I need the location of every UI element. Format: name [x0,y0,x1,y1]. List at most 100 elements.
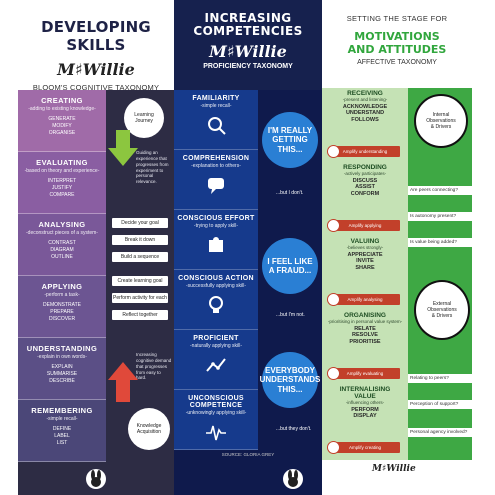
proficiency-level-desc: -simple recall- [200,103,232,109]
rabbit-badge-icon [327,293,340,306]
proficiency-level-desc: -unknowingly applying skill- [185,410,247,416]
bloom-level-desc: -adding to existing knowledge- [28,106,96,112]
bloom-header: DEVELOPING SKILLS M♯Willie BLOOM'S COGNI… [18,0,174,92]
proficiency-level-name: CONSCIOUS EFFORT [177,215,255,222]
proficiency-level: UNCONSCIOUS COMPETENCE-unknowingly apply… [174,390,258,450]
bloom-level: EVALUATING-based on theory and experienc… [18,152,106,214]
proficiency-level-desc: -naturally applying skill- [190,343,242,349]
bloom-level: REMEMBERING-simple recall-DEFINE LABEL L… [18,400,106,462]
up-arrow-icon [108,362,138,402]
amplify-banner-text: Amplify analysing [347,297,383,302]
bloom-level: CREATING-adding to existing knowledge- GE… [18,90,106,152]
proficiency-level: CONSCIOUS EFFORT-trying to apply skill- [174,210,258,270]
amplify-banner: Amplify applying [327,219,400,232]
amplify-banner-text: Amplify understanding [342,149,388,154]
thought-bubble-caption: ...but they don't. [276,426,312,432]
affective-level-desc: -actively participates- [343,171,387,176]
proficiency-title: INCREASING COMPETENCIES [193,11,303,39]
bloom-level-name: EVALUATING [36,158,88,167]
proficiency-level: PROFICIENT-naturally applying skill- [174,330,258,390]
bloom-level-verbs: GENERATE MODIFY ORGANISE [48,116,76,136]
step-pill: Perform activity for each [112,293,168,303]
affective-level-desc: -present and listening- [342,97,388,102]
proficiency-level-desc: -trying to apply skill- [193,223,239,229]
affective-level: RESPONDING-actively participates-DISCUSS… [322,164,408,222]
bloom-level-name: CREATING [41,96,83,105]
bloom-level-desc: -based on theory and experience- [24,168,100,174]
affective-level-verbs: DISCUSS ASSIST CONFORM [350,178,380,197]
proficiency-level-name: FAMILIARITY [192,95,240,102]
bloom-level-desc: -perform a task- [44,292,80,298]
rabbit-badge-icon [327,219,340,232]
bloom-subtitle: BLOOM'S COGNITIVE TAXONOMY [32,83,160,92]
magnifier-icon [174,115,258,138]
graph-icon [174,355,258,378]
amplify-banner: Amplify analysing [327,293,400,306]
reflection-question: Is autonomy present? [408,212,472,221]
rabbit-logo-icon [283,469,303,489]
affective-body: Internal Observations & Drivers External… [322,88,472,460]
proficiency-level-name: UNCONSCIOUS COMPETENCE [188,395,244,409]
proficiency-level-name: COMPREHENSION [182,155,250,162]
puzzle-icon [174,235,258,258]
proficiency-level: FAMILIARITY-simple recall- [174,90,258,150]
reflection-question: Relating to peers? [408,374,472,383]
thought-bubble-text: I FEEL LIKE A FRAUD... [267,256,313,275]
affective-level-name: RECEIVING [347,90,383,97]
affective-level-verbs: APPRECIATE INVITE SHARE [347,252,383,271]
affective-pretitle: SETTING THE STAGE FOR [346,14,448,23]
bloom-side-panel: Learning Journey Guiding an experience t… [106,90,174,462]
internal-observations-circle: Internal Observations & Drivers [414,94,468,148]
learning-journey-circle: Learning Journey [124,98,164,138]
bloom-body: REMEMBERING-simple recall-DEFINE LABEL L… [18,90,174,462]
amplify-banner: Amplify evaluating [327,367,400,380]
rabbit-badge-icon [327,145,340,158]
proficiency-signature: M♯Willie [209,42,287,62]
thought-bubble-caption: ...but I don't. [276,190,304,196]
proficiency-column: INCREASING COMPETENCIES M♯Willie PROFICI… [174,0,322,495]
affective-level-verbs: ACKNOWLEDGE UNDERSTAND FOLLOWS [342,104,388,123]
affective-level-verbs: PERFORM DISPLAY [351,407,379,420]
proficiency-level-desc: -successfully applying skill- [185,283,247,289]
lightbulb-icon [174,295,258,318]
bloom-level-desc: -simple recall- [46,416,78,422]
step-pill: Create learning goal [112,276,168,286]
source-credit: SOURCE: GLORIA GREY [221,452,275,457]
bloom-level-verbs: DEMONSTRATE PREPARE DISCOVER [43,302,81,322]
bloom-level-desc: -explain in own words- [37,354,87,360]
affective-footer: M♯Willie [322,460,472,495]
bloom-level-verbs: EXPLAIN SUMMARISE DESCRIBE [46,364,78,384]
bloom-level: ANALYSING-deconstruct pieces of a system… [18,214,106,276]
demand-text: Increasing cognitive demand that progres… [136,352,172,381]
proficiency-level: CONSCIOUS ACTION-successfully applying s… [174,270,258,330]
step-pill: Reflect together [112,310,168,320]
rabbit-badge-icon [327,367,340,380]
thought-bubble: I'M REALLY GETTING THIS... [262,112,318,168]
bloom-level-name: ANALYSING [38,220,86,229]
affective-level-desc: -influencing others- [345,400,385,405]
reflection-question: Are peers connecting? [408,186,472,195]
proficiency-level-desc: -explanation to others- [191,163,241,169]
thought-bubble: EVERYBODY UNDERSTANDS THIS... [260,352,320,408]
speech-icon [174,175,258,198]
internal-observations-label: Internal Observations & Drivers [426,112,456,130]
step-pill: Decide your goal [112,218,168,228]
external-observations-label: External Observations & Drivers [427,301,457,319]
external-observations-circle: External Observations & Drivers [414,280,470,340]
bloom-signature: M♯Willie [57,60,135,79]
proficiency-header: INCREASING COMPETENCIES M♯Willie PROFICI… [174,0,322,90]
affective-level-desc: -believes strongly- [346,245,384,250]
bloom-level-name: REMEMBERING [31,406,93,415]
proficiency-subtitle: PROFICIENCY TAXONOMY [203,63,293,71]
amplify-banner: Amplify creating [327,441,400,454]
step-pill: Build a sequence [112,252,168,262]
bloom-level-desc: -deconstruct pieces of a system- [26,230,98,236]
amplify-banner-text: Amplify evaluating [346,371,384,376]
pulse-icon [174,422,258,445]
guide-text: Guiding an experience that progresses fr… [136,150,169,185]
affective-level-name: INTERNALISING VALUE [339,386,391,400]
thought-bubble-text: I'M REALLY GETTING THIS... [267,126,313,154]
bloom-level-verbs: INTERPRET JUSTIFY COMPARE [47,178,77,198]
affective-level-name: ORGANISING [344,312,386,319]
proficiency-level: COMPREHENSION-explanation to others- [174,150,258,210]
